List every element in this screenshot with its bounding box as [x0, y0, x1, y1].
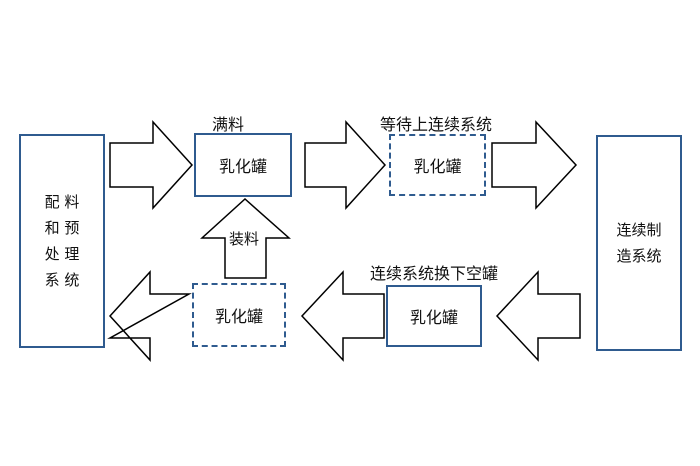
batching-pretreatment-system-box: 配 料 和 预 处 理 系 统 [19, 134, 105, 348]
arrow-loading-to-left-system [107, 270, 192, 362]
arrow-waiting-to-right-system [491, 120, 578, 210]
loading-label: 装料 [229, 230, 260, 248]
arrow-full-tank-to-waiting [304, 120, 387, 210]
full-material-label: 满料 [212, 115, 245, 134]
emulsion-tank-loading: 乳化罐 [192, 283, 286, 347]
left-system-line-3: 处 理 [44, 245, 80, 263]
left-system-line-4: 系 统 [44, 271, 80, 289]
arrow-left-system-to-full-tank [109, 120, 194, 210]
arrow-right-system-to-empty-tank [495, 270, 581, 362]
tank-empty-label: 乳化罐 [409, 308, 458, 327]
tank-full-label: 乳化罐 [218, 157, 267, 176]
right-system-line-1: 连续制 [616, 221, 662, 239]
arrow-loading-to-full-tank [200, 197, 291, 279]
tank-loading-label: 乳化罐 [214, 307, 263, 326]
continuous-manufacturing-system-box: 连续制 造系统 [596, 135, 682, 351]
emulsion-tank-full: 乳化罐 [194, 133, 292, 197]
waiting-for-continuous-label: 等待上连续系统 [380, 115, 493, 134]
emulsion-tank-empty: 乳化罐 [386, 285, 482, 347]
left-system-line-2: 和 预 [44, 219, 80, 237]
empty-tank-swap-label: 连续系统换下空罐 [370, 264, 499, 283]
right-system-line-2: 造系统 [616, 247, 662, 265]
left-system-line-1: 配 料 [44, 193, 80, 211]
arrow-empty-tank-to-loading [300, 270, 385, 362]
tank-waiting-label: 乳化罐 [413, 157, 462, 176]
emulsion-tank-waiting: 乳化罐 [389, 134, 486, 196]
